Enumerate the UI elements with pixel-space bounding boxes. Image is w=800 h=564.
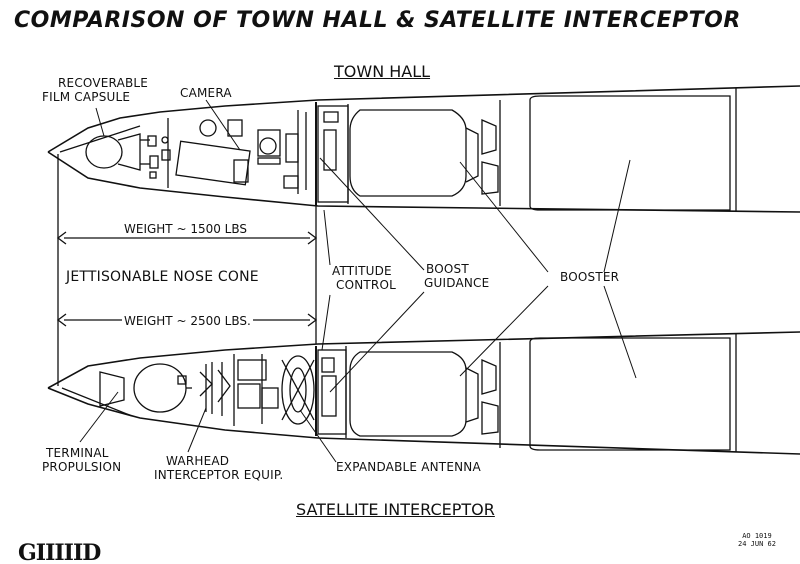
- film-capsule-label-line1: Recoverable: [58, 76, 149, 90]
- terminal-propulsion-shape: [99, 363, 192, 413]
- town-hall-hull: [47, 85, 800, 213]
- interceptor-booster: [529, 334, 737, 452]
- terminal-propulsion-label-line2: Propulsion: [42, 460, 122, 474]
- document-date: 24 JUN 62: [738, 540, 776, 548]
- boost-guidance-label-line2: Guidance: [424, 276, 490, 290]
- interceptor-guidance: [317, 346, 347, 438]
- town-hall-upper-tank: [349, 100, 501, 206]
- interceptor-vehicle: [47, 331, 800, 455]
- leader-lines: [79, 99, 637, 463]
- attitude-control-label-line1: Attitude: [332, 264, 392, 278]
- warhead-label-line1: Warhead: [166, 454, 230, 468]
- boost-guidance-label-line1: Boost: [426, 262, 469, 276]
- interceptor-upper-tank: [349, 342, 501, 448]
- weight-top-label: Weight ~ 1500 lbs: [122, 222, 249, 236]
- weight-bottom-label: Weight ~ 2500 lbs.: [122, 314, 253, 328]
- expandable-antenna-label: Expandable Antenna: [336, 460, 481, 474]
- warhead-shape: [199, 354, 279, 426]
- town-hall-small-parts: [147, 135, 171, 179]
- warhead-label-line2: Interceptor Equip.: [154, 468, 284, 482]
- town-hall-heading: Town Hall: [334, 62, 431, 81]
- antenna-shape: [281, 355, 315, 425]
- company-logo: GIIIIID: [18, 540, 101, 564]
- document-number: AO 1019: [742, 532, 772, 540]
- town-hall-booster: [529, 88, 737, 212]
- booster-label: Booster: [560, 270, 620, 284]
- diagram-title: Comparison of Town Hall & Satellite Inte…: [14, 8, 741, 33]
- film-capsule-label-line2: Film Capsule: [42, 90, 131, 104]
- terminal-propulsion-label-line1: Terminal: [46, 446, 109, 460]
- attitude-control-label-line2: Control: [336, 278, 396, 292]
- interceptor-heading: Satellite Interceptor: [296, 500, 495, 519]
- nose-cone-brackets: [56, 154, 318, 386]
- document-id: AO 1019 24 JUN 62: [738, 532, 776, 548]
- interceptor-nose-line: [61, 387, 133, 417]
- town-hall-guidance: [317, 104, 349, 204]
- interceptor-hull: [47, 331, 800, 455]
- camera-shape: [167, 110, 307, 194]
- camera-label: Camera: [180, 86, 232, 100]
- nose-cone-label: Jettisonable Nose Cone: [66, 269, 259, 285]
- town-hall-nose-line: [59, 125, 141, 153]
- film-capsule-shape: [85, 133, 150, 171]
- town-hall-vehicle: [47, 85, 800, 213]
